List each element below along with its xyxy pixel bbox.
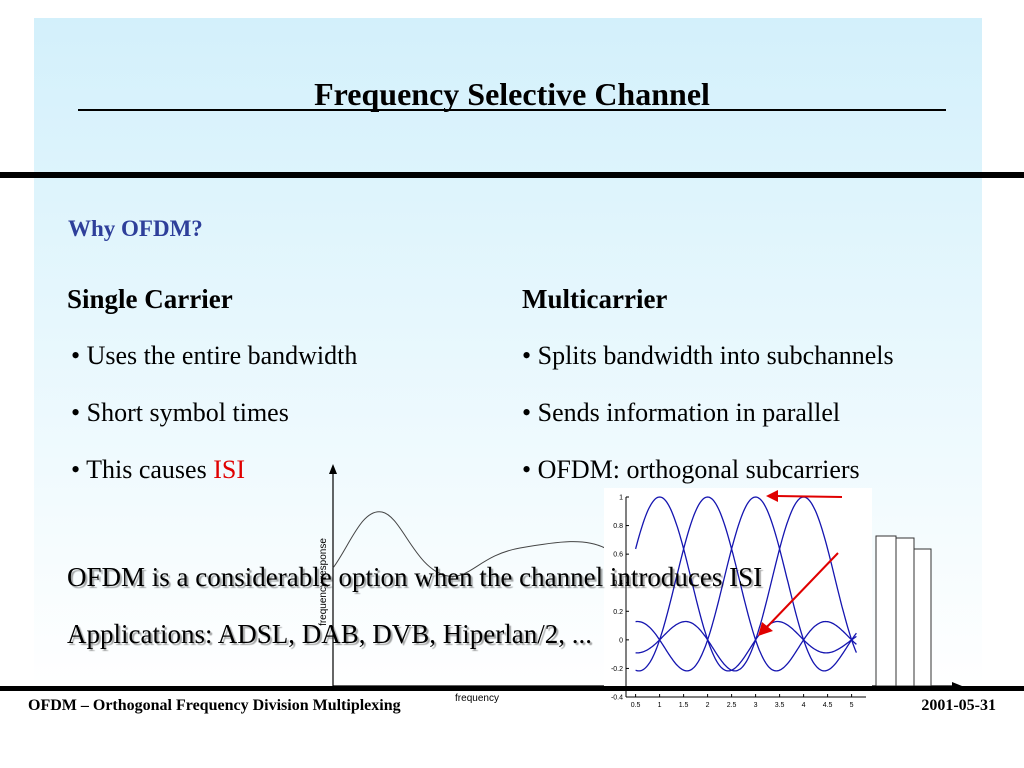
footer-title: OFDM – Orthogonal Frequency Division Mul… [28, 697, 401, 714]
single-carrier-bullet-2: • Short symbol times [71, 398, 289, 427]
y-tick-label: 0.4 [613, 580, 623, 587]
x-tick-label: 4 [802, 702, 806, 709]
single-carrier-bullet-3: • This causes ISI [71, 455, 245, 485]
multicarrier-heading: Multicarrier [522, 284, 668, 314]
footer-divider [0, 686, 1024, 691]
y-tick-label: -0.4 [611, 695, 623, 702]
multicarrier-bullet-1: • Splits bandwidth into subchannels [522, 341, 894, 370]
x-tick-label: 4.5 [823, 702, 833, 709]
response-y-arrow [329, 464, 337, 474]
single-carrier-heading: Single Carrier [67, 284, 233, 314]
x-tick-label: 3 [754, 702, 758, 709]
x-tick-label: 2 [706, 702, 710, 709]
x-tick-label: 1.5 [679, 702, 689, 709]
multicarrier-bullet-2: • Sends information in parallel [522, 398, 841, 427]
single-carrier-bullet-1: • Uses the entire bandwidth [71, 341, 358, 370]
y-tick-label: 0.8 [613, 523, 623, 530]
y-tick-label: 0.2 [613, 609, 623, 616]
ofdm-subcarrier-chart: 1 0.8 0.6 0.4 0.2 0 -0.2 -0.4 0.5 1 1.5 2 2.5 3 3.5 4 4.… [604, 488, 872, 712]
x-tick-label: 1 [658, 702, 662, 709]
chart-axes: 1 0.8 0.6 0.4 0.2 0 -0.2 -0.4 0.5 1 1.5 2 2.5 3 3.5 4 4.… [611, 495, 866, 709]
y-tick-label: -0.2 [611, 666, 623, 673]
subchannel-bar [913, 548, 932, 687]
y-tick-label: 1 [619, 495, 623, 502]
subcarrier-curve-1 [634, 496, 857, 672]
applications-statement: Applications: ADSL, DAB, DVB, Hiperlan/2… [67, 619, 592, 649]
response-curve [332, 511, 606, 577]
y-tick-label: 0.6 [613, 552, 623, 559]
bullet-text: • This causes [71, 455, 214, 484]
footer-date: 2001-05-31 [921, 697, 996, 714]
y-tick-label: 0 [619, 637, 623, 644]
header-divider [0, 172, 1024, 178]
x-tick-label: 3.5 [775, 702, 785, 709]
response-xlabel: frequency [455, 693, 499, 704]
subcarrier-curve-3 [635, 496, 857, 672]
ofdm-statement: OFDM is a considerable option when the c… [67, 562, 763, 592]
x-tick-label: 2.5 [727, 702, 737, 709]
multicarrier-bullet-3: • OFDM: orthogonal subcarriers [522, 455, 860, 484]
title-underline [78, 109, 946, 111]
subchannel-bar [875, 535, 897, 687]
subcarrier-curve-4 [635, 496, 857, 672]
response-ylabel: frequency response [318, 538, 329, 626]
slide-title: Frequency Selective Channel [314, 76, 710, 112]
x-tick-label: 0.5 [631, 702, 641, 709]
subchannel-bar [895, 537, 915, 687]
x-tick-label: 5 [850, 702, 854, 709]
isi-highlight: ISI [213, 455, 245, 484]
subtitle: Why OFDM? [68, 216, 203, 241]
